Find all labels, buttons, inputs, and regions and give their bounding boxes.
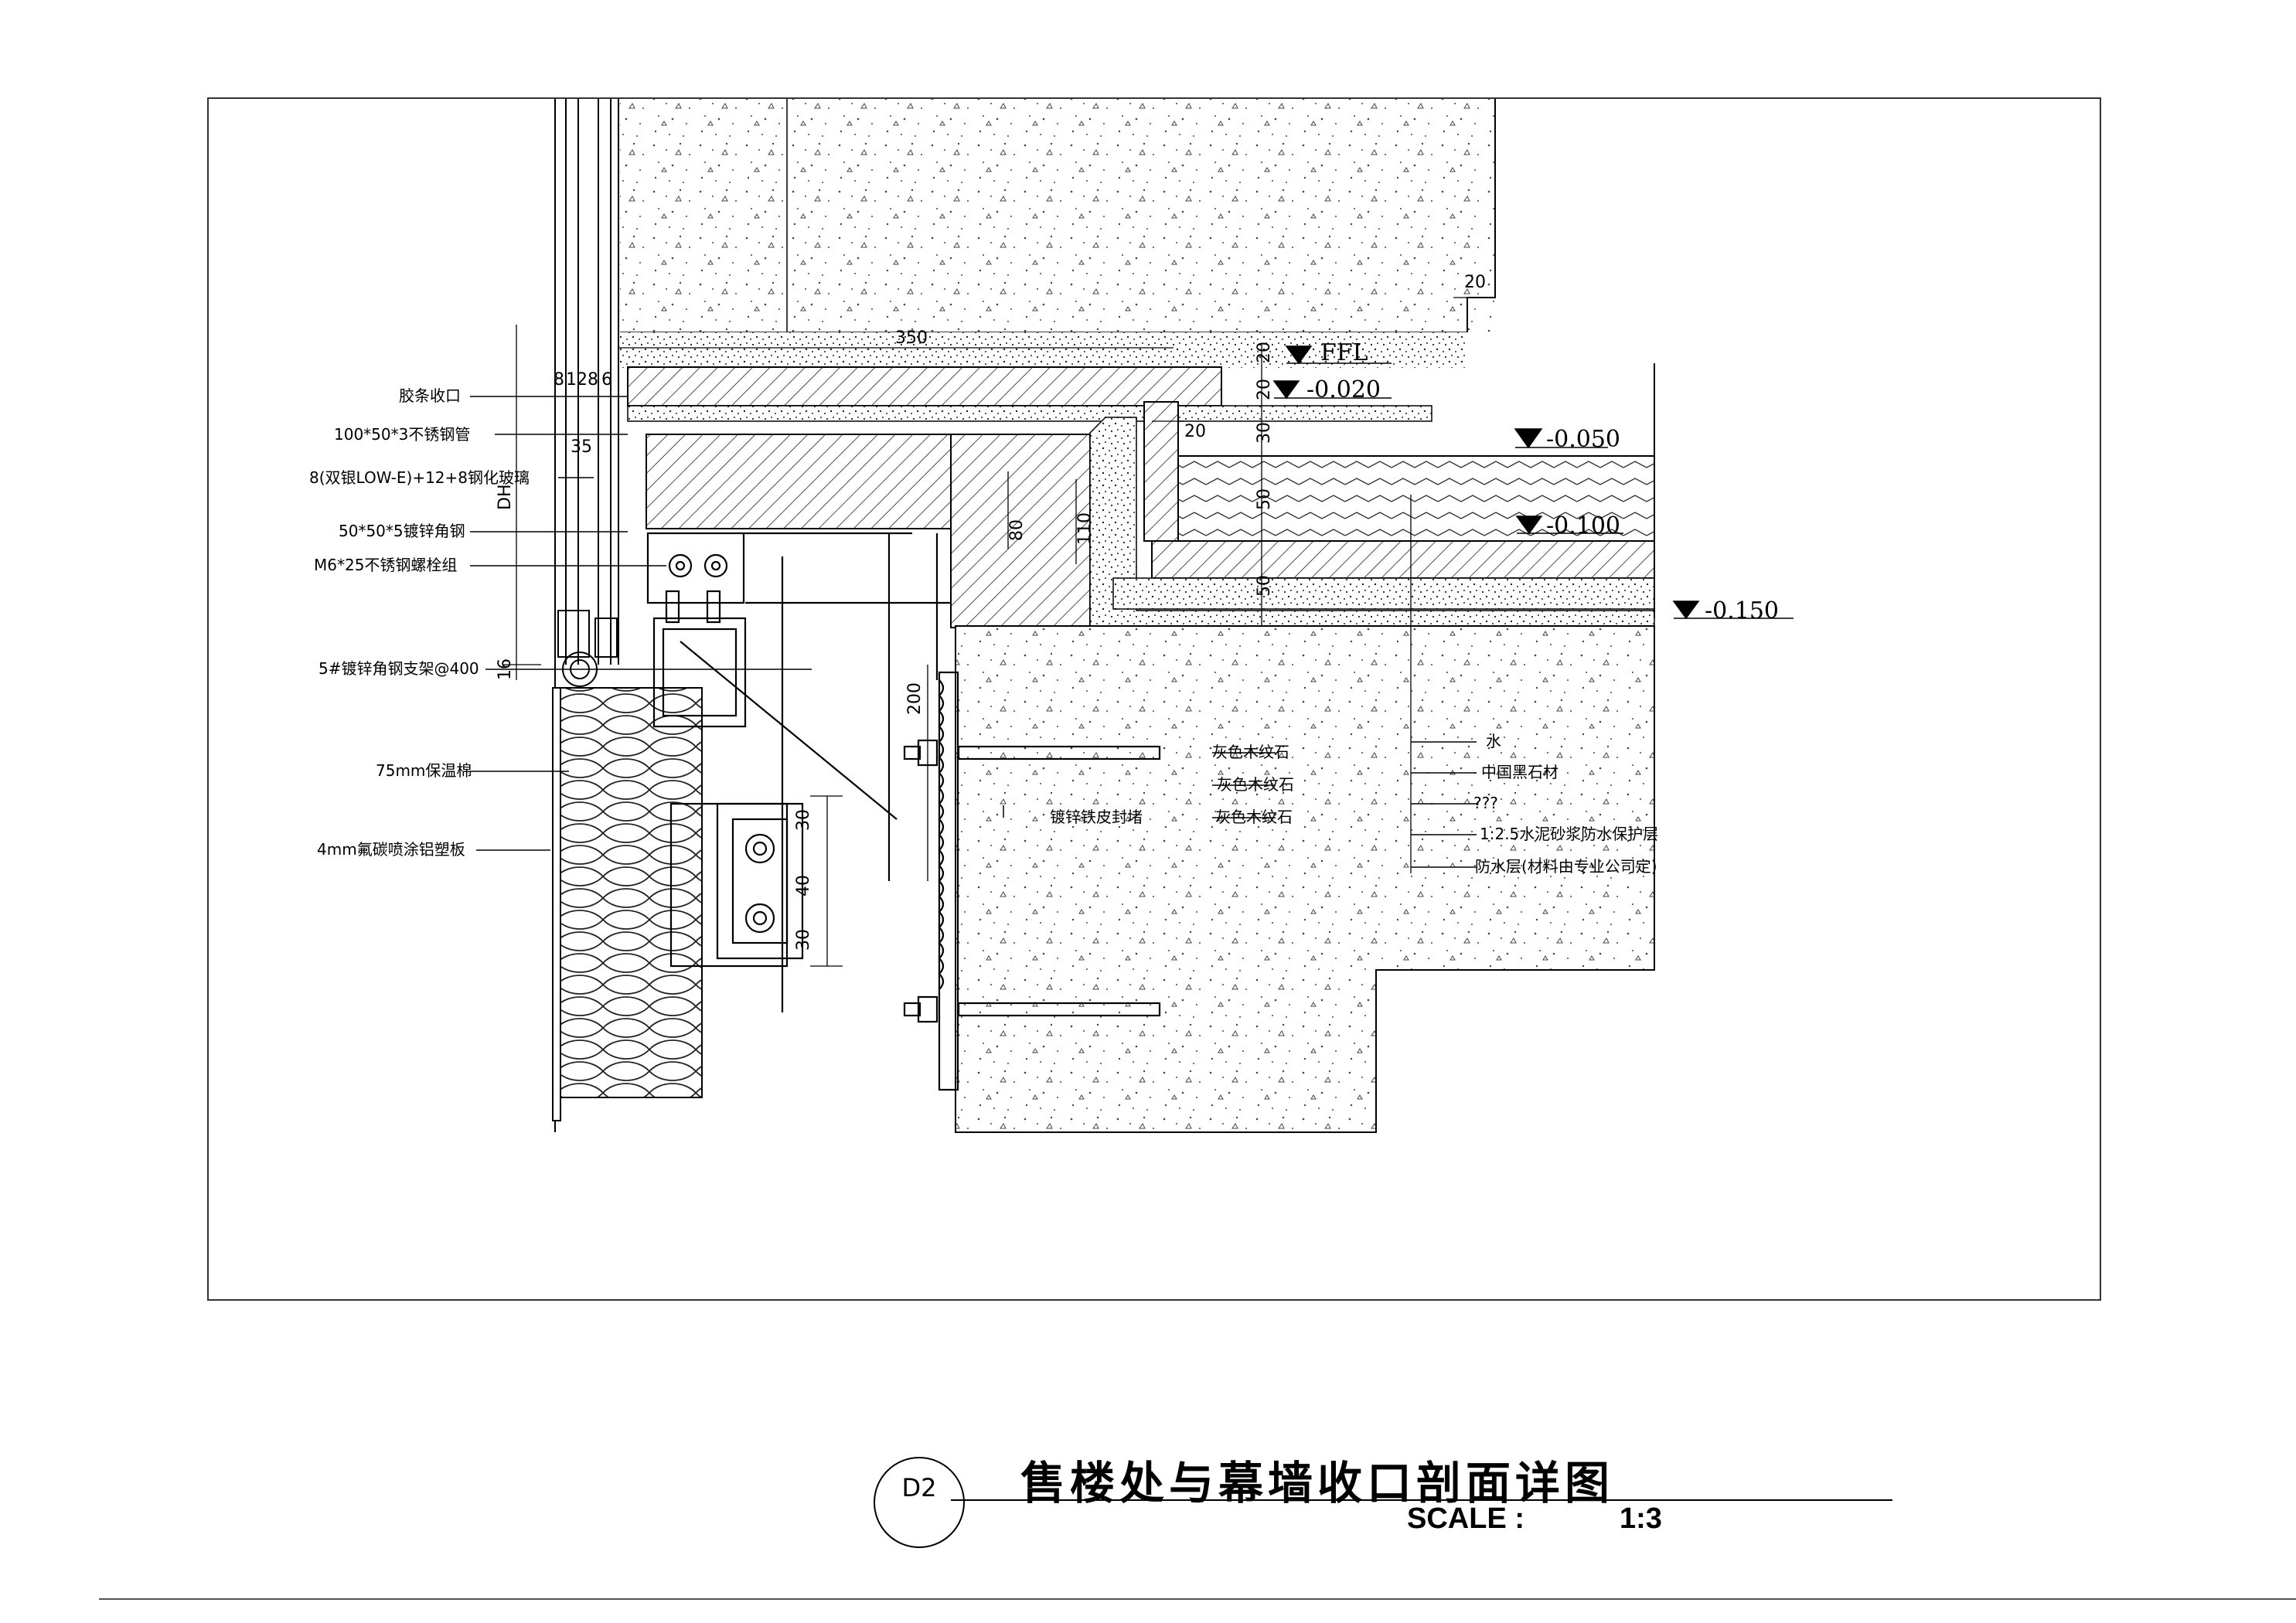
label-angle-steel: 50*50*5镀锌角钢 <box>339 522 465 540</box>
curtain-wall-profile <box>554 99 619 1132</box>
dim-80: 80 <box>1007 519 1027 541</box>
concrete-wall-top <box>620 99 1495 332</box>
dim-20-a: 20 <box>1255 342 1274 363</box>
label-grey-stone-2: 灰色木纹石 <box>1217 775 1294 794</box>
label-water: 水 <box>1486 732 1501 750</box>
dim-12: 12 <box>566 370 588 390</box>
label-grey-stone-1: 灰色木纹石 <box>1212 743 1289 761</box>
level-150: -0.150 <box>1705 597 1779 624</box>
title-underline <box>951 1499 1892 1501</box>
mortar-band-top <box>620 332 1467 368</box>
level-020: -0.020 <box>1306 376 1381 403</box>
label-ss-tube: 100*50*3不锈钢管 <box>334 425 470 444</box>
detail-id: D2 <box>901 1473 937 1502</box>
aluminium-panel <box>552 687 561 1121</box>
dimension-lines <box>502 297 1495 967</box>
label-mortar: 1:2.5水泥砂浆防水保护层 <box>1480 825 1658 843</box>
concrete-slab <box>955 625 1655 1133</box>
label-alu-panel: 4mm氟碳喷涂铝塑板 <box>317 840 465 859</box>
dim-350: 350 <box>895 328 928 348</box>
leader-lines <box>470 396 1477 868</box>
dim-6: 6 <box>601 370 612 390</box>
dim-8: 8 <box>554 370 564 390</box>
dim-30-b: 30 <box>794 809 813 831</box>
label-bolt-group: M6*25不锈钢螺栓组 <box>314 556 457 574</box>
black-stone-layer <box>1151 540 1655 579</box>
level-050: -0.050 <box>1546 426 1620 453</box>
dim-50-b: 50 <box>1255 575 1274 597</box>
bolt-assembly <box>669 802 804 968</box>
dim-30-a: 30 <box>1255 422 1274 444</box>
dim-35: 35 <box>571 437 592 457</box>
level-100: -0.100 <box>1546 512 1620 539</box>
label-glass: 8(双银LOW-E)+12+8钢化玻璃 <box>309 468 530 487</box>
steel-bracket <box>646 532 951 1012</box>
label-grey-stone-3: 灰色木纹石 <box>1215 808 1293 826</box>
level-markers <box>1272 345 1794 620</box>
label-insulation: 75mm保温棉 <box>376 761 472 780</box>
stone-block <box>646 434 962 529</box>
dim-50-a: 50 <box>1255 488 1274 510</box>
dim-20-b: 20 <box>1255 379 1274 400</box>
label-black-stone: 中国黑石材 <box>1481 763 1558 781</box>
insulation-wool <box>557 687 703 1098</box>
drawing-title: 售楼处与幕墙收口剖面详图 <box>1020 1457 1615 1509</box>
dim-40: 40 <box>794 875 813 897</box>
dim-20-top: 20 <box>1464 273 1486 292</box>
label-bracket: 5#镀锌角钢支架@400 <box>319 659 479 678</box>
dim-110: 110 <box>1075 512 1095 545</box>
scale-label: SCALE : <box>1407 1502 1524 1535</box>
dim-8b: 8 <box>588 370 598 390</box>
label-waterproof: 防水层(材料由专业公司定) <box>1475 857 1657 876</box>
anchor-bolts <box>903 671 1161 1091</box>
drawing-frame <box>207 97 2101 1301</box>
dim-30-c: 30 <box>794 929 813 951</box>
scale-value: 1:3 <box>1620 1502 1662 1535</box>
dim-20-c: 20 <box>1184 422 1206 441</box>
dim-dh: DH <box>496 485 515 510</box>
label-glue-strip: 胶条收口 <box>399 386 461 405</box>
sheet-bottom-rule <box>99 1598 2296 1600</box>
label-unknown: ??? <box>1473 794 1498 812</box>
level-ffl: FFL <box>1320 339 1368 366</box>
title-block: D2 售楼处与幕墙收口剖面详图 SCALE : 1:3 <box>874 1445 1894 1553</box>
dim-200: 200 <box>905 682 925 715</box>
detail-bubble <box>874 1457 965 1548</box>
label-galv-seal: 镀锌铁皮封堵 <box>1050 808 1143 826</box>
stone-sill-top <box>627 366 1222 407</box>
